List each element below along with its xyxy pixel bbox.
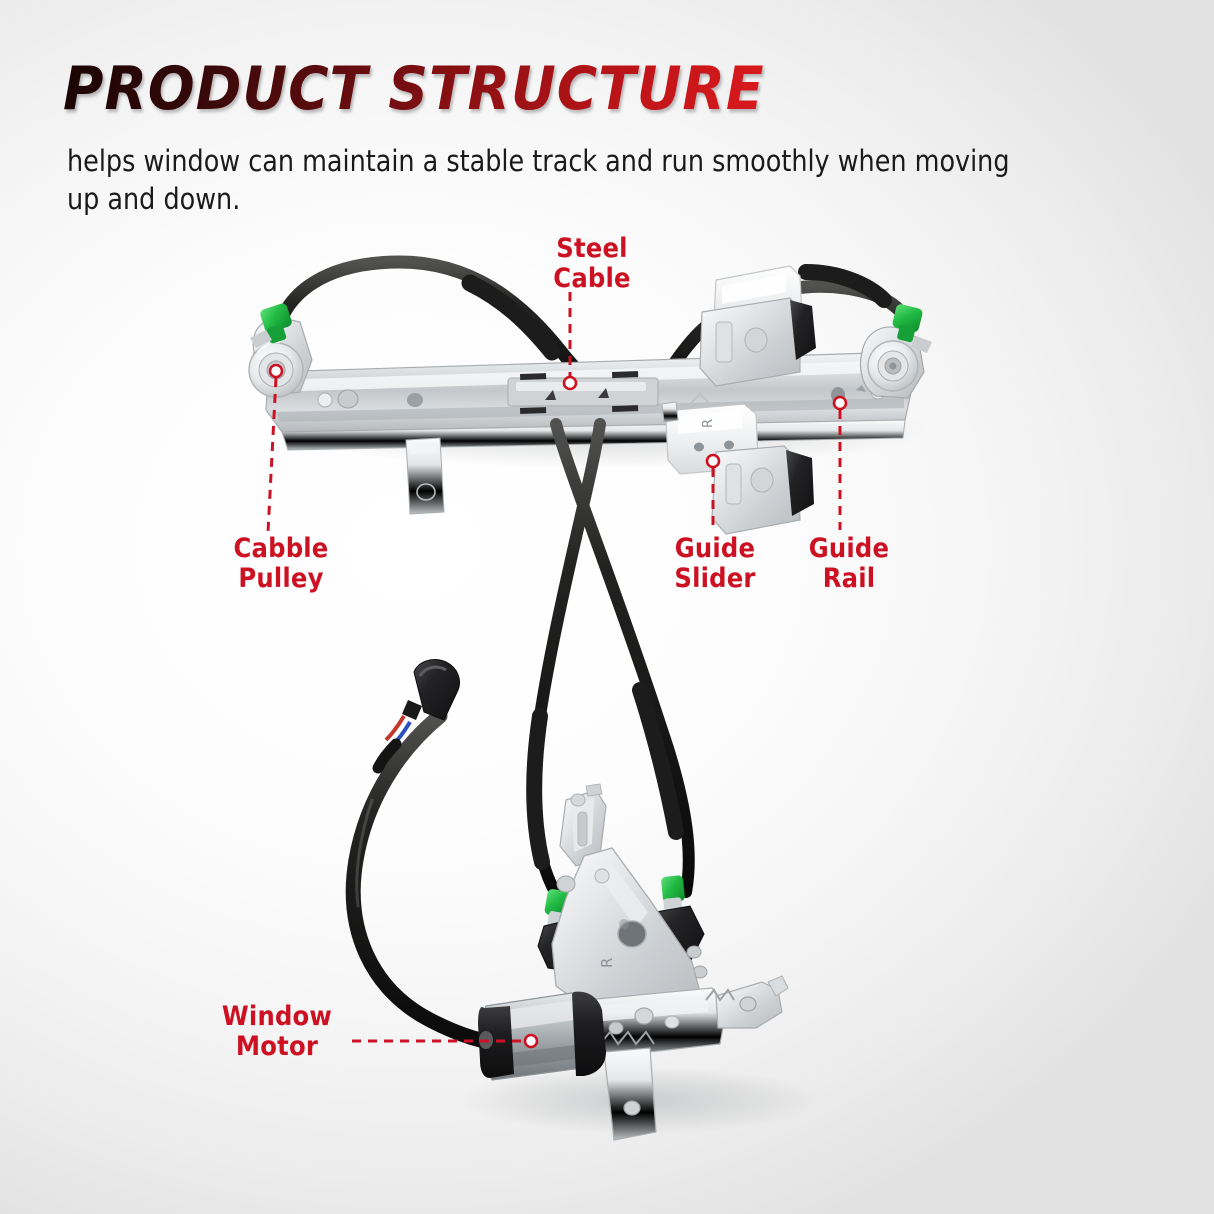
motor-gear-housing	[572, 991, 606, 1076]
cable-highlight-1	[290, 270, 402, 332]
pulley-right	[859, 326, 925, 399]
window-motor-assembly: R	[345, 659, 789, 1141]
marker-steel-cable	[562, 375, 578, 391]
leader-cabble-pulley	[266, 377, 278, 533]
mounting-tab-center	[405, 437, 445, 515]
rail-hole-2	[407, 393, 423, 407]
cable-sleeve-b	[526, 708, 550, 870]
motor-upper-arm	[559, 783, 607, 867]
callout-label-steel-cable: Steel Cable	[553, 233, 631, 294]
lower-right-bracket	[711, 445, 814, 535]
cable-sleeve-left	[461, 274, 561, 361]
slider-marking: R	[701, 419, 716, 428]
rail-small-tab	[661, 401, 679, 423]
callout-leader-lines	[266, 292, 848, 1049]
cable-collar-left	[250, 303, 292, 348]
page-subtitle: helps window can maintain a stable track…	[67, 144, 1010, 216]
marker-guide-slider	[705, 453, 721, 469]
steel-cable-crossing	[526, 418, 695, 900]
rail-bolt-1	[337, 389, 359, 409]
callout-label-guide-rail: Guide Rail	[808, 533, 890, 594]
callout-label-cabble-pulley: Cabble Pulley	[233, 533, 329, 594]
rail-center-slot	[507, 371, 659, 414]
motor-wire-harness	[345, 708, 532, 1054]
callout-label-window-motor: Window Motor	[221, 1001, 333, 1062]
marker-guide-rail	[832, 395, 848, 411]
rail-hole-1	[317, 392, 333, 408]
marker-cabble-pulley	[268, 363, 284, 379]
cable-sleeve-a	[632, 682, 684, 840]
window-motor	[478, 991, 606, 1081]
mounting-bracket: R	[551, 847, 701, 1013]
page-title: PRODUCT STRUCTURE	[63, 58, 1057, 120]
right-wing-bracket	[705, 975, 789, 1029]
upper-connector-block	[699, 265, 816, 387]
cable-strand-a	[550, 418, 695, 898]
header: PRODUCT STRUCTURE helps window can maint…	[63, 58, 1143, 218]
harness-highlight	[355, 798, 374, 908]
electrical-connector	[372, 659, 460, 774]
bracket-bottom-tab	[603, 1047, 657, 1141]
marker-window-motor	[523, 1033, 539, 1049]
cable-sleeve-right	[798, 264, 892, 308]
callout-label-guide-slider: Guide Slider	[674, 533, 756, 594]
upper-regulator-assembly: R	[248, 255, 932, 535]
bracket-lower-flange	[579, 987, 727, 1059]
rail-notch	[856, 385, 866, 392]
cable-collar-right	[892, 304, 932, 353]
bracket-marking: R	[598, 958, 616, 968]
